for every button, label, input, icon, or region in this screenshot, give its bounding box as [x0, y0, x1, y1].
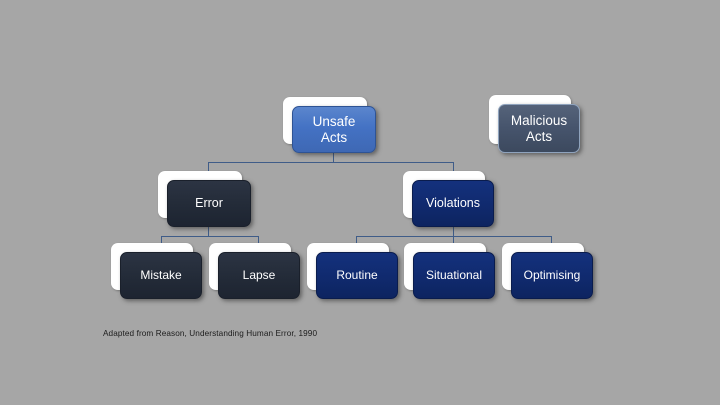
source-caption: Adapted from Reason, Understanding Human… — [103, 329, 318, 338]
node-face[interactable]: Routine — [316, 252, 398, 299]
node-optimising[interactable]: Optimising — [502, 243, 593, 299]
node-face[interactable]: Error — [167, 180, 251, 227]
node-situational[interactable]: Situational — [404, 243, 495, 299]
node-label: Error — [195, 196, 223, 211]
connector-error-bus — [161, 236, 259, 237]
node-error[interactable]: Error — [158, 171, 251, 227]
connector-error-stem — [208, 227, 209, 237]
node-label: Routine — [336, 268, 378, 283]
node-label: Lapse — [242, 268, 276, 283]
node-lapse[interactable]: Lapse — [209, 243, 300, 299]
node-label: Mistake — [140, 268, 182, 283]
connector-unsafe-stem — [333, 153, 334, 163]
node-face[interactable]: Violations — [412, 180, 494, 227]
node-face[interactable]: Mistake — [120, 252, 202, 299]
node-label: Situational — [425, 268, 483, 283]
connector-violations-bus — [356, 236, 552, 237]
connector-unsafe-bus — [208, 162, 454, 163]
node-face[interactable]: Situational — [413, 252, 495, 299]
node-violations[interactable]: Violations — [403, 171, 494, 227]
node-face[interactable]: Lapse — [218, 252, 300, 299]
node-face[interactable]: Optimising — [511, 252, 593, 299]
connector-violations-stem — [453, 227, 454, 237]
node-routine[interactable]: Routine — [307, 243, 398, 299]
node-label: Optimising — [523, 268, 581, 283]
node-label: Violations — [426, 196, 480, 211]
node-mistake[interactable]: Mistake — [111, 243, 202, 299]
